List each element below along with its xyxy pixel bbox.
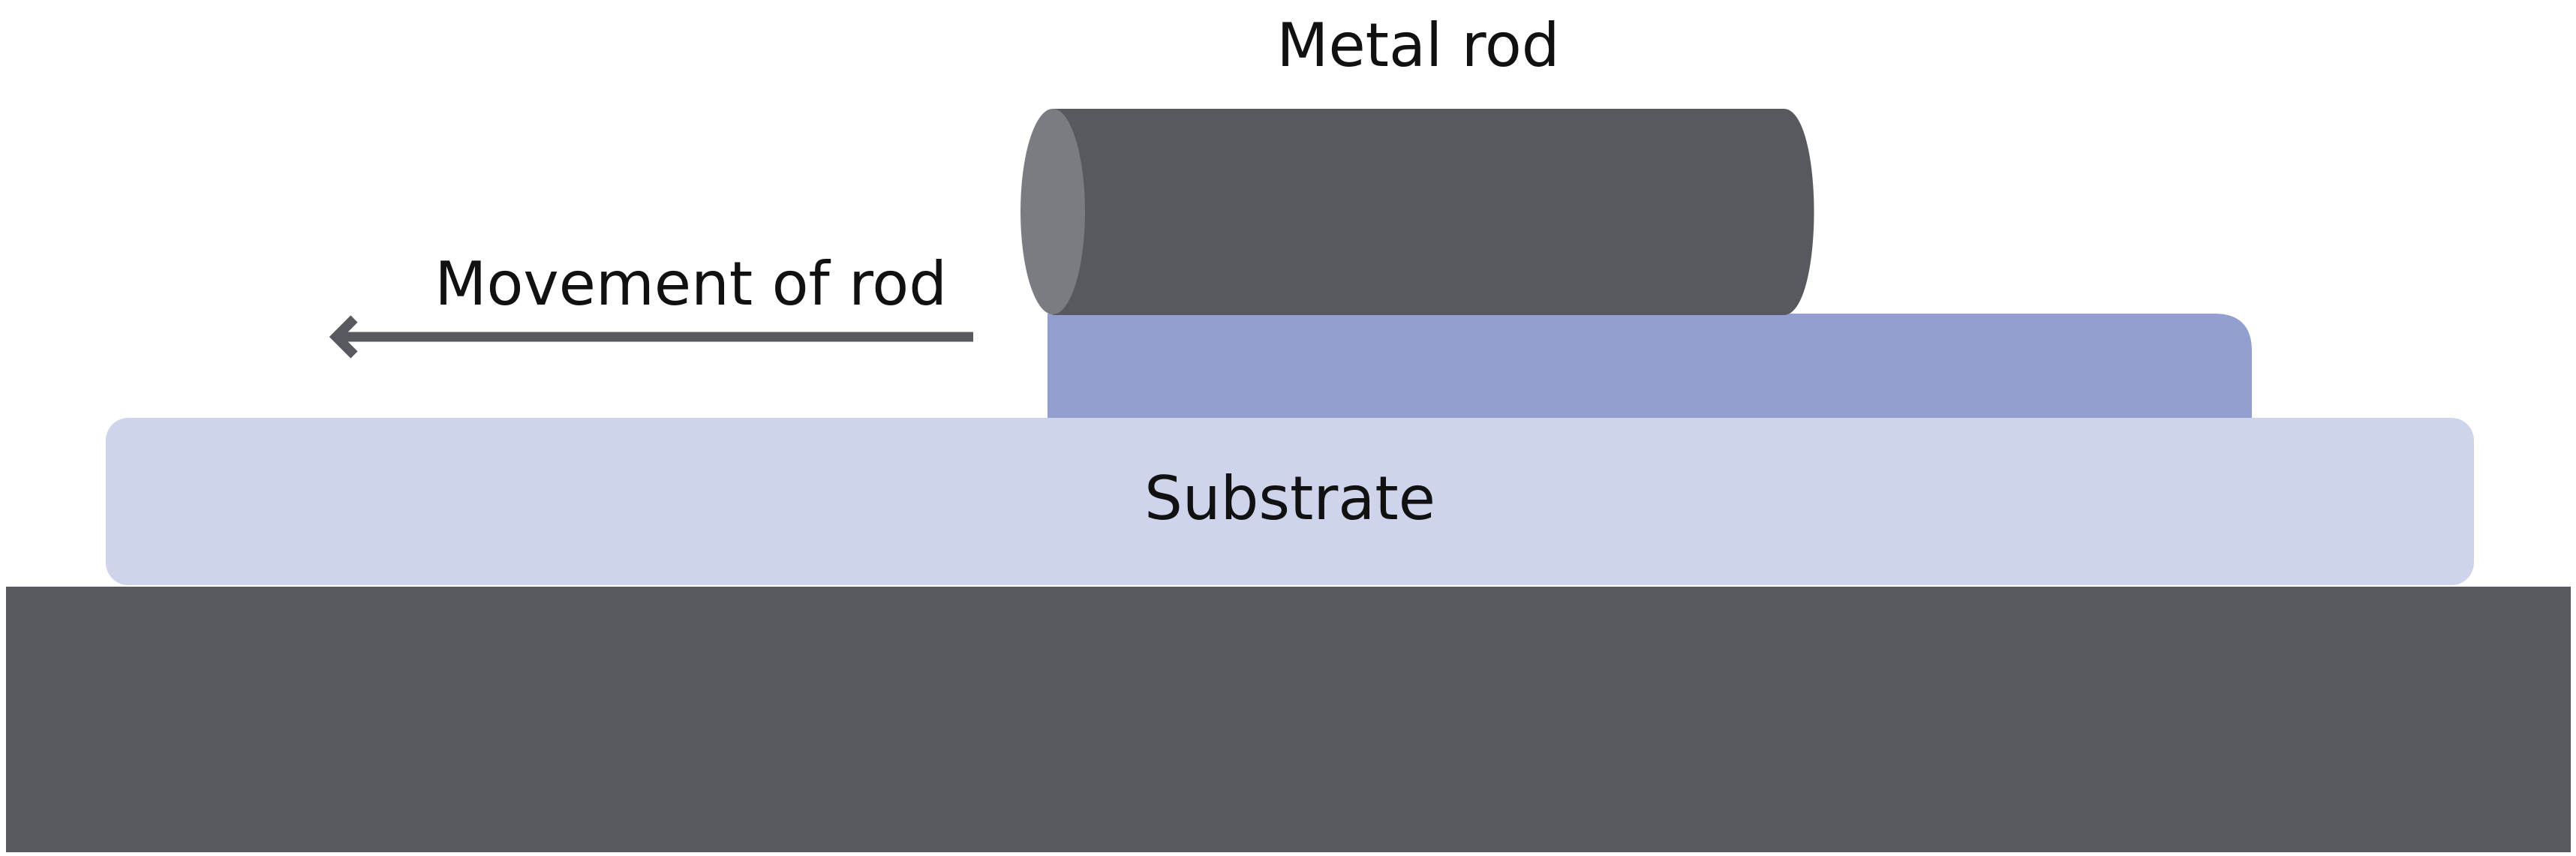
substrate-label: Substrate — [1144, 464, 1435, 533]
substrate-layer — [106, 418, 2474, 585]
left-arrow-icon — [329, 315, 973, 359]
rod-end-cap — [1020, 109, 1085, 314]
rod-body — [1053, 109, 1814, 315]
coating-layer — [1048, 314, 2252, 418]
rod-label: Metal rod — [1276, 11, 1559, 80]
arrow-head — [329, 315, 358, 359]
metal-rod — [1020, 109, 1814, 315]
base-block — [6, 587, 2571, 852]
movement-label: Movement of rod — [434, 249, 947, 319]
